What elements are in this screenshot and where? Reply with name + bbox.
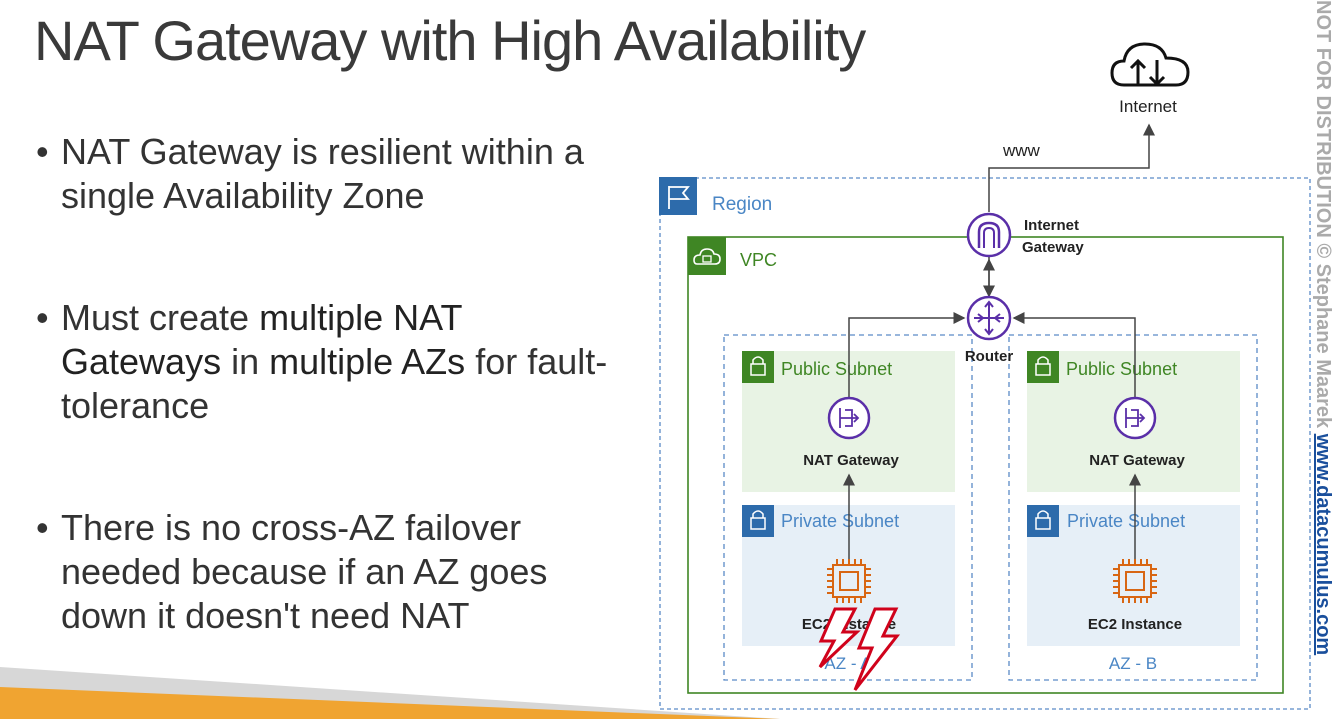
vpc-label: VPC [740,250,777,270]
region-box [659,177,1311,710]
slide-title: NAT Gateway with High Availability [34,9,866,72]
bullet-text: There is no cross-AZ failover needed bec… [61,507,548,636]
internet-gateway-icon [966,212,1012,258]
router-label: Router [965,348,1013,365]
lock-icon [750,356,766,376]
www-connector [988,123,1155,212]
public-subnet-b-label: Public Subnet [1066,359,1177,379]
nat-b-router-connector [1012,312,1136,398]
ec2-instance-b-icon [1113,559,1157,603]
watermark-url[interactable]: www.datacumulus.com [1312,433,1334,656]
region-flag-icon [659,177,697,215]
private-subnet-a-label: Private Subnet [781,511,899,531]
lock-icon [1035,510,1051,530]
copyright-watermark: NOT FOR DISTRIBUTION © Stephane Maarek w… [1312,0,1334,719]
az-a-label: AZ - A [824,654,872,673]
router-icon [966,295,1012,341]
vpc-cloud-icon [688,237,726,275]
bullet-item: • There is no cross-AZ failover needed b… [36,506,626,638]
igw-label-line2: Gateway [1022,239,1084,256]
bullet-dot: • [36,131,49,172]
bullet-dot: • [36,297,49,338]
ec2-instance-b-label: EC2 Instance [1088,616,1182,633]
internet-cloud-icon [1110,42,1190,87]
private-subnet-b [1027,505,1240,646]
region-label: Region [712,194,772,215]
lock-icon [750,510,766,530]
nat-gateway-b-icon [1113,396,1157,440]
lock-icon [1035,356,1051,376]
nat-gateway-a-label: NAT Gateway [803,452,899,469]
www-label: www [1002,141,1041,160]
az-b-label: AZ - B [1109,654,1157,673]
watermark-text: NOT FOR DISTRIBUTION © Stephane Maarek [1312,0,1334,434]
bullet-item: • Must create multiple NAT Gateways in m… [36,296,626,428]
nat-a-router-connector [848,312,966,398]
lightning-failure-icon [818,607,901,691]
nat-gateway-b-label: NAT Gateway [1089,452,1185,469]
private-subnet-b-label: Private Subnet [1067,511,1185,531]
nat-gateway-a-icon [827,396,871,440]
bullet-item: • NAT Gateway is resilient within a sing… [36,130,626,218]
ec2-instance-a-icon [827,559,871,603]
bullet-dot: • [36,507,49,548]
public-subnet-a-label: Public Subnet [781,359,892,379]
bullet-text: NAT Gateway is resilient within a single… [61,131,584,216]
internet-label: Internet [1119,97,1177,116]
footer-decoration [0,667,780,719]
igw-label-line1: Internet [1024,217,1079,234]
bullet-text: Must create multiple NAT Gateways in mul… [61,297,608,426]
